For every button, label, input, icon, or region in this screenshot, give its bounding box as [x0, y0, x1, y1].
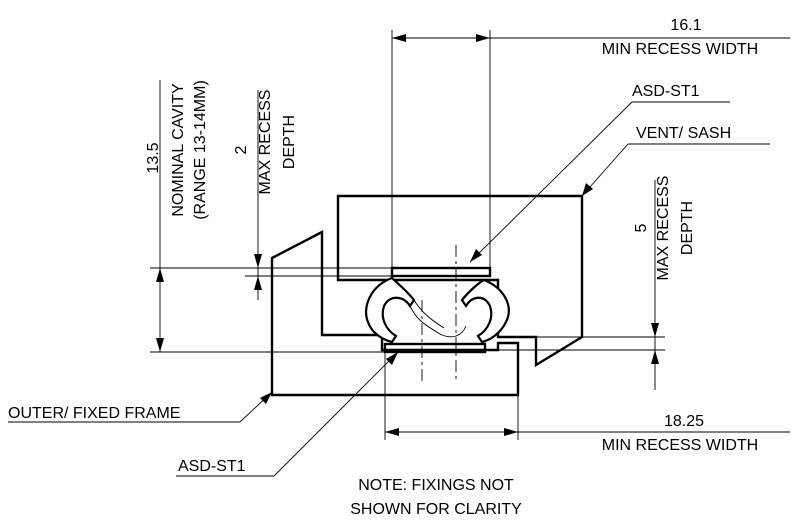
note-line2: SHOWN FOR CLARITY — [350, 501, 522, 518]
left-depth-label-line2: DEPTH — [281, 115, 298, 169]
arrow-outer-frame — [260, 392, 272, 404]
top-width-label: MIN RECESS WIDTH — [602, 41, 758, 58]
asd-st1-seal — [365, 276, 510, 344]
right-depth-label-line2: DEPTH — [679, 201, 696, 255]
arrow-bottom-width-right — [504, 428, 518, 436]
arrow-left-depth-bottom — [254, 276, 262, 290]
cavity-value: 13.5 — [145, 142, 162, 173]
arrow-seal-bottom — [386, 352, 398, 365]
bottom-gasket-strip — [383, 342, 487, 354]
arrow-left-depth-top — [254, 254, 262, 268]
right-depth-value: 5 — [633, 223, 650, 232]
arrow-cavity-top — [156, 268, 164, 282]
arrow-right-depth-top — [651, 323, 659, 337]
callout-vent-sash: VENT/ SASH — [636, 125, 731, 142]
bottom-width-value: 18.25 — [664, 413, 704, 430]
callout-seal-top: ASD-ST1 — [632, 83, 700, 100]
leader-seal-top — [469, 101, 633, 263]
callout-seal-bottom: ASD-ST1 — [178, 458, 246, 475]
bottom-width-label: MIN RECESS WIDTH — [602, 437, 758, 454]
leader-seal-bottom — [273, 351, 399, 477]
left-depth-label-line1: MAX RECESS — [257, 90, 274, 195]
arrow-top-width-right — [476, 34, 490, 42]
vent-sash-profile — [336, 194, 584, 368]
top-gasket-strip — [390, 266, 492, 278]
arrow-right-depth-bottom — [651, 350, 659, 364]
arrow-seal-top — [470, 249, 482, 262]
left-depth-value: 2 — [233, 145, 250, 154]
right-depth-label-line1: MAX RECESS — [655, 176, 672, 281]
arrow-bottom-width-left — [385, 428, 399, 436]
outer-fixed-frame-profile — [270, 230, 520, 397]
arrow-top-width-left — [392, 34, 406, 42]
cavity-label-line2: (RANGE 13-14MM) — [192, 80, 209, 220]
callout-outer-frame: OUTER/ FIXED FRAME — [8, 405, 180, 422]
arrow-cavity-bottom — [156, 338, 164, 352]
cavity-label-line1: NOMINAL CAVITY — [170, 83, 187, 217]
top-width-value: 16.1 — [670, 17, 701, 34]
note-line1: NOTE: FIXINGS NOT — [358, 477, 514, 494]
arrow-vent-sash — [582, 183, 593, 196]
